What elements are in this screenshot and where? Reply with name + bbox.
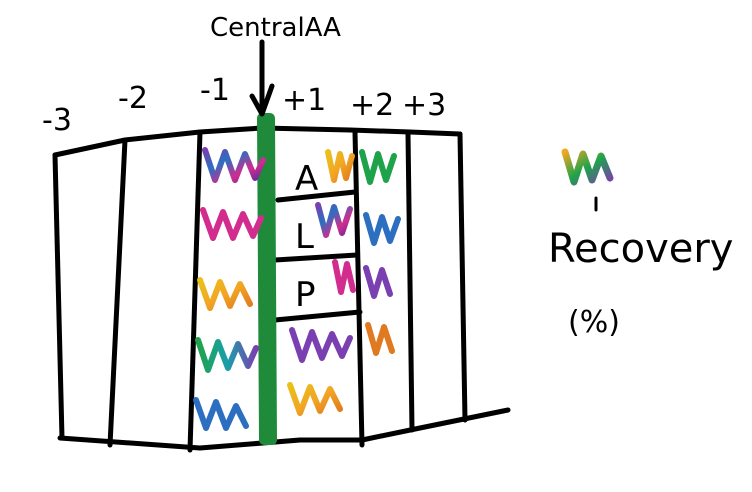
central-arrow-icon — [249, 39, 275, 117]
column-grid — [52, 125, 511, 453]
position-label-plus1: +1 — [282, 83, 326, 118]
position-label-plus3: +3 — [402, 88, 446, 123]
percent-label: (%) — [568, 305, 620, 340]
position-label-minus3: -3 — [42, 103, 72, 138]
residue-label-p: P — [295, 275, 316, 315]
position-label-minus2: -2 — [118, 81, 148, 116]
position-label-minus1: -1 — [200, 73, 230, 108]
residue-label-a: A — [295, 159, 318, 199]
residue-label-l: L — [295, 217, 314, 257]
central-residue-bar — [257, 113, 277, 445]
scribbles-minus1 — [193, 147, 266, 431]
scribbles-plus2 — [359, 149, 401, 356]
recovery-label: Recovery — [548, 226, 733, 272]
central-aa-label: CentralAA — [210, 13, 341, 43]
rainbow-scribble-icon — [561, 148, 614, 212]
position-label-plus2: +2 — [350, 88, 394, 123]
scribbles-plus1 — [287, 149, 356, 416]
